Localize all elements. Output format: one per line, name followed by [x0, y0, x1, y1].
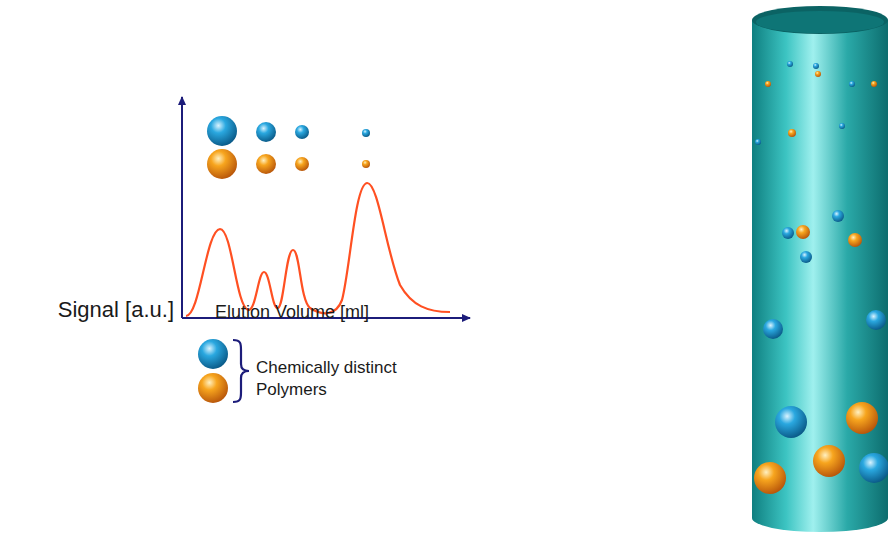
brace [233, 340, 249, 402]
column-spheres [754, 61, 888, 494]
axes [182, 97, 470, 318]
chromatogram-trace [186, 183, 450, 316]
polymer-spheres [207, 116, 370, 179]
legend-spheres [198, 339, 228, 403]
axis-label: Elution Volume [ml] [215, 301, 455, 324]
legend-text: Chemically distinct Polymers [256, 357, 431, 401]
column [752, 6, 888, 532]
axis-label: Signal [a.u.] [58, 296, 174, 325]
